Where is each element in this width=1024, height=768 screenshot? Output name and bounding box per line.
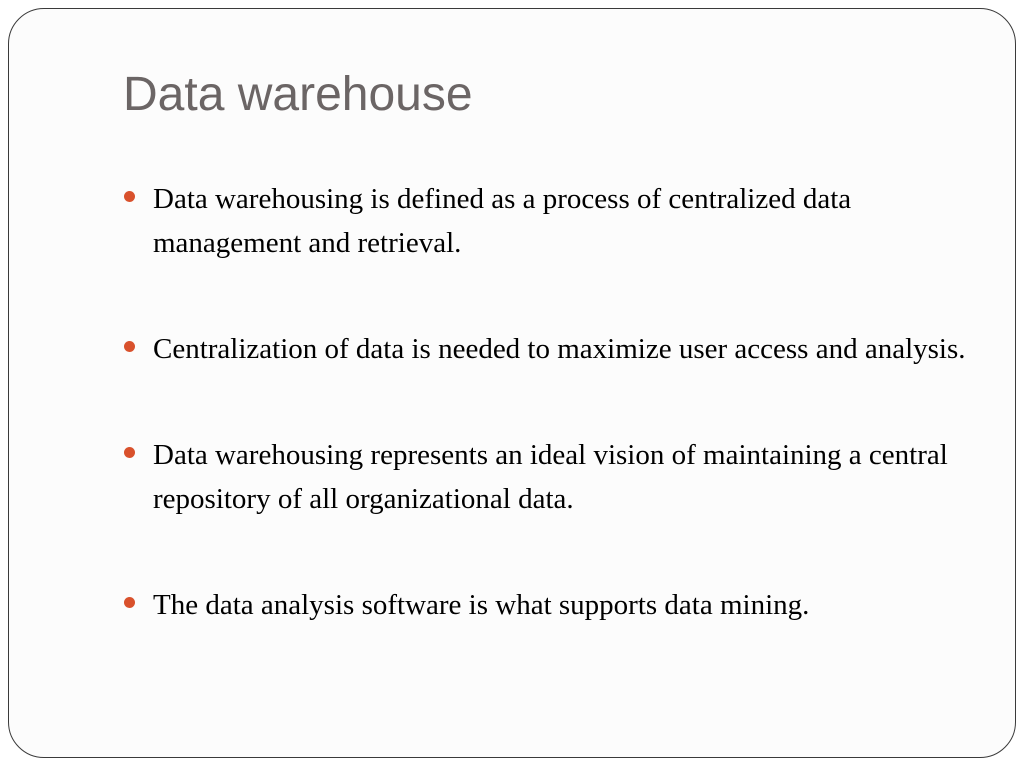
slide-title: Data warehouse <box>123 68 473 121</box>
bullet-text: The data analysis software is what suppo… <box>153 589 810 621</box>
slide-frame: Data warehouse Data warehousing is defin… <box>8 8 1016 758</box>
bullet-item: Data warehousing is defined as a process… <box>123 177 973 265</box>
bullet-text: Data warehousing represents an ideal vis… <box>153 439 948 515</box>
bullet-dot-icon <box>124 597 135 608</box>
bullet-dot-icon <box>124 447 135 458</box>
bullet-item: Data warehousing represents an ideal vis… <box>123 433 973 521</box>
bullet-item: Centralization of data is needed to maxi… <box>123 327 973 371</box>
bullet-dot-icon <box>124 191 135 202</box>
bullet-list: Data warehousing is defined as a process… <box>123 177 973 689</box>
bullet-text: Data warehousing is defined as a process… <box>153 183 852 259</box>
bullet-text: Centralization of data is needed to maxi… <box>153 333 966 365</box>
bullet-item: The data analysis software is what suppo… <box>123 583 973 627</box>
bullet-dot-icon <box>124 341 135 352</box>
